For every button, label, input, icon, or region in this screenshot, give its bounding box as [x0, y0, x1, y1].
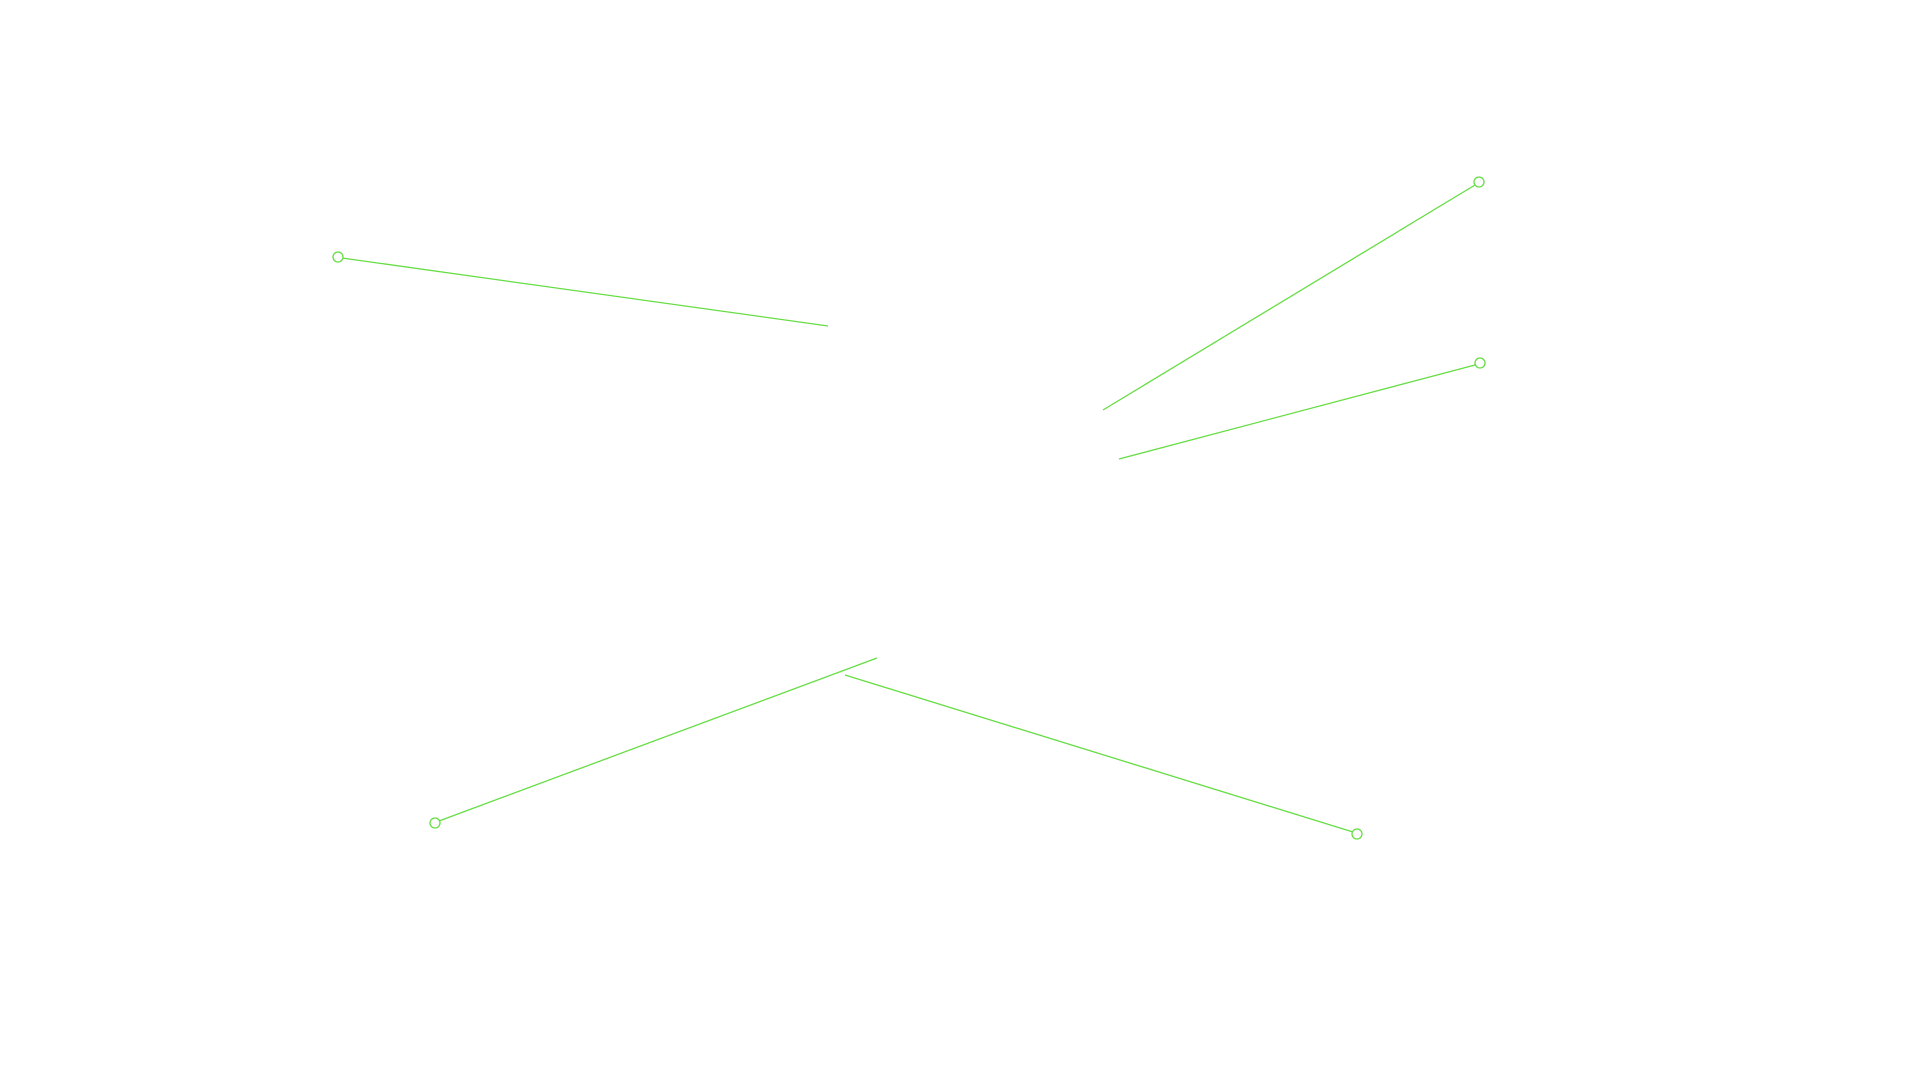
callout-anchor-dot[interactable]	[429, 817, 441, 829]
callout-4	[429, 657, 878, 829]
callout-leader-line	[1102, 184, 1476, 411]
callout-5	[844, 674, 1363, 840]
callout-2	[1102, 176, 1485, 411]
callout-anchor-dot[interactable]	[332, 251, 344, 263]
callout-leader-line	[438, 657, 878, 822]
callout-1	[332, 251, 829, 327]
callout-anchor-dot[interactable]	[1351, 828, 1363, 840]
callout-leader-line	[341, 257, 829, 327]
callout-leader-line	[1118, 364, 1476, 460]
callout-anchor-dot[interactable]	[1473, 176, 1485, 188]
callout-leader-line	[844, 674, 1354, 833]
callout-3	[1118, 357, 1486, 460]
callout-anchor-dot[interactable]	[1474, 357, 1486, 369]
